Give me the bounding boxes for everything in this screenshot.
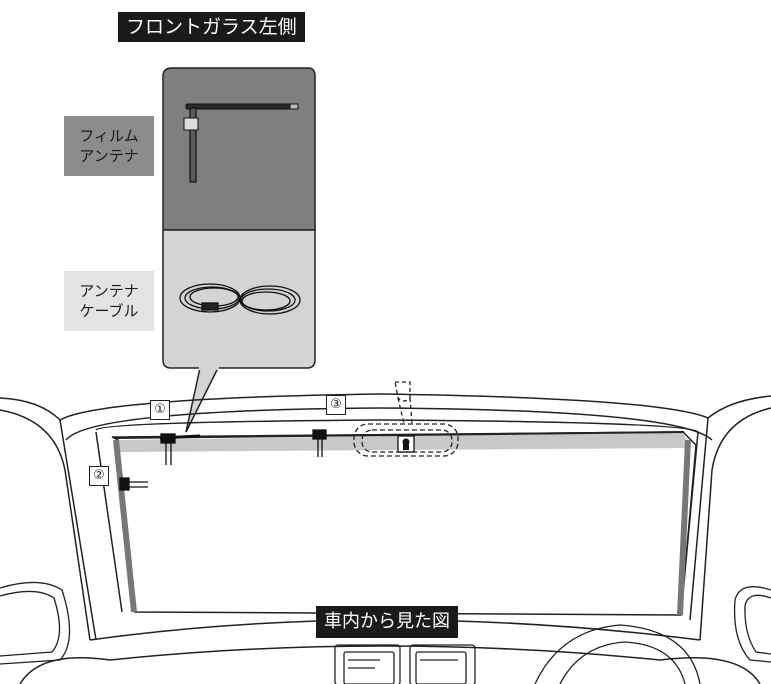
marker-2: ② xyxy=(89,466,109,486)
bottom-title: 車内から見た図 xyxy=(316,606,458,638)
top-title: フロントガラス左側 xyxy=(118,12,305,42)
dashboard-vents xyxy=(334,624,701,684)
film-antenna-panel xyxy=(162,67,316,231)
antenna-cable-label-line2: ケーブル xyxy=(79,302,139,320)
film-antenna-label-line2: アンテナ xyxy=(79,147,139,165)
rearview-mirror xyxy=(353,381,459,457)
marker-1: ① xyxy=(150,400,170,420)
antenna-cable-label-line1: アンテナ xyxy=(79,282,139,300)
antenna-mounts xyxy=(119,429,327,491)
antenna-cable-label: アンテナ ケーブル xyxy=(64,271,154,331)
side-mirrors xyxy=(0,581,771,665)
antenna-cable-illustration xyxy=(179,283,301,315)
marker-3: ③ xyxy=(326,395,346,415)
film-antenna-label: フィルム アンテナ xyxy=(64,116,154,176)
film-antenna-illustration xyxy=(183,103,299,183)
film-antenna-label-line1: フィルム xyxy=(79,127,139,145)
